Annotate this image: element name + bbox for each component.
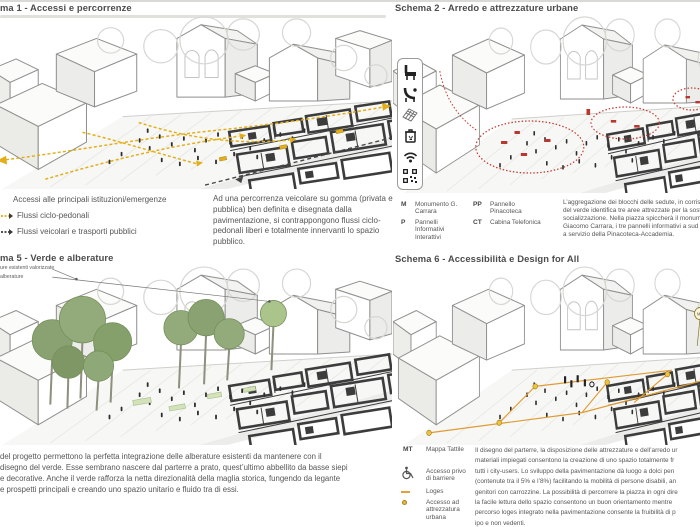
legend-label-monumento: Monumento G. Carrara	[415, 201, 463, 216]
schema1-panel: ma 1 - Accessi e percorrenze Accessi all…	[0, 0, 392, 250]
schema2-axonometric-drawing	[393, 13, 700, 193]
schema1-axonometric-drawing	[0, 13, 392, 189]
legend-label: Flussi veicolari e trasporti pubblici	[17, 227, 137, 236]
schema5-panel: ma 5 - Verde e alberature ure esistenti …	[0, 250, 392, 525]
schema1-description: Ad una percorrenza veicolare su gomma (p…	[213, 194, 395, 248]
legend-item-flussi-veicolari: Flussi veicolari e trasporti pubblici	[1, 227, 137, 236]
schema2-panel: Schema 2 - Arredo e attrezzature urbane	[393, 0, 700, 250]
legend-abbr-p: P	[401, 219, 405, 226]
dark-dashed-arrow-icon	[1, 228, 13, 236]
legend-label-accesso-privo: Accesso privo di barriere	[426, 468, 468, 483]
waste-bin-icon	[401, 127, 419, 144]
qr-code-icon	[402, 168, 418, 184]
seat-icon	[401, 64, 419, 81]
annotation-alberature-esistenti: ure esistenti valorizzate	[0, 265, 54, 271]
schema6-panel: Schema 6 - Accessibilità e Design for Al…	[393, 250, 700, 525]
legend-label-mappa-tattile: Mappa Tattile	[426, 446, 466, 453]
legend-item-accessi: Accessi alle principali istituzioni/emer…	[13, 195, 166, 204]
legend-label-loges: Loges	[426, 488, 468, 495]
yellow-dashed-arrow-icon	[1, 212, 13, 220]
legend-label-pannelli: Pannelli Informativi Interattivi	[415, 219, 459, 241]
legend-abbr-pp: PP	[473, 201, 482, 208]
legend-label-pinacoteca: Pannello Pinacoteca	[490, 201, 542, 216]
legend-label-accesso-attrezzatura: Accesso ad attrezzatura urbana	[426, 499, 472, 521]
legend-label-cabina: Cabina Telefonica	[490, 219, 542, 226]
wheelchair-icon	[401, 466, 415, 480]
paving-icon	[401, 107, 419, 122]
legend-abbr-ct: CT	[473, 219, 482, 226]
curved-seat-icon	[401, 86, 419, 103]
legend-abbr-mt: MT	[403, 446, 413, 453]
urban-furniture-icon-strip	[397, 58, 423, 190]
schema5-axonometric-drawing	[0, 263, 392, 445]
legend-label: Accessi alle principali istituzioni/emer…	[13, 195, 166, 204]
schema2-title: Schema 2 - Arredo e attrezzature urbane	[395, 2, 578, 13]
loges-line-icon	[401, 491, 410, 493]
legend-label: Flussi ciclo-pedonali	[17, 211, 89, 220]
annotation-nuove-alberature: alberature	[0, 274, 23, 280]
access-dot-icon	[402, 500, 407, 505]
legend-item-flussi-ciclopedonali: Flussi ciclo-pedonali	[1, 211, 89, 220]
schema6-axonometric-drawing: MT	[393, 263, 700, 445]
schema5-title: ma 5 - Verde e alberature	[0, 252, 114, 263]
schema1-title: ma 1 - Accessi e percorrenze	[0, 2, 132, 13]
wifi-icon	[401, 148, 419, 163]
legend-abbr-m: M	[401, 201, 407, 208]
